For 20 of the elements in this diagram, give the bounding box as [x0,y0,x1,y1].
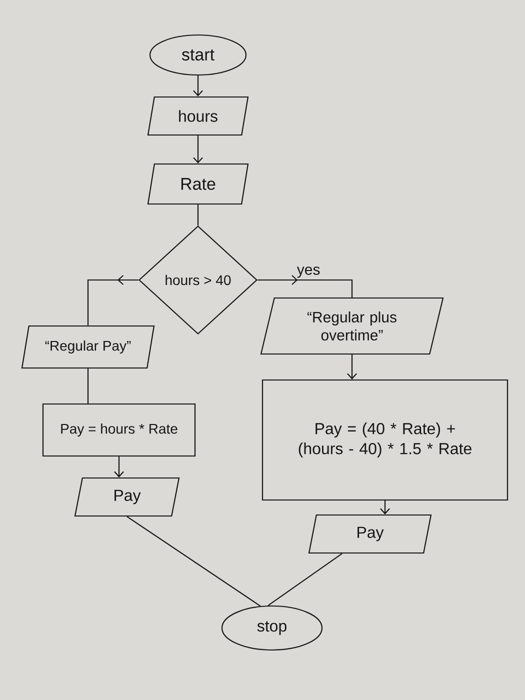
output-parallelogram: “Regular plus overtime” [260,297,444,355]
connector-line [87,368,89,404]
arrow [380,500,390,514]
edge-label: yes [296,266,322,279]
input-parallelogram: hours [147,96,249,136]
terminal-oval: stop [221,605,323,651]
connector-line [126,516,261,607]
arrow [114,456,124,478]
process-box: Pay = (40 * Rate) + (hours - 40) * 1.5 * Rate [262,379,508,501]
output-parallelogram: Pay [74,477,180,517]
output-parallelogram: Pay [308,514,432,554]
arrow [193,136,203,164]
connector-line [197,204,199,226]
process-box: Pay = hours * Rate [42,403,196,457]
input-parallelogram: Rate [147,163,249,205]
arrow [347,354,357,380]
output-parallelogram: “Regular Pay” [21,325,155,369]
arrow [193,76,203,96]
terminal-oval: start [149,34,247,76]
connector-line [268,553,342,606]
